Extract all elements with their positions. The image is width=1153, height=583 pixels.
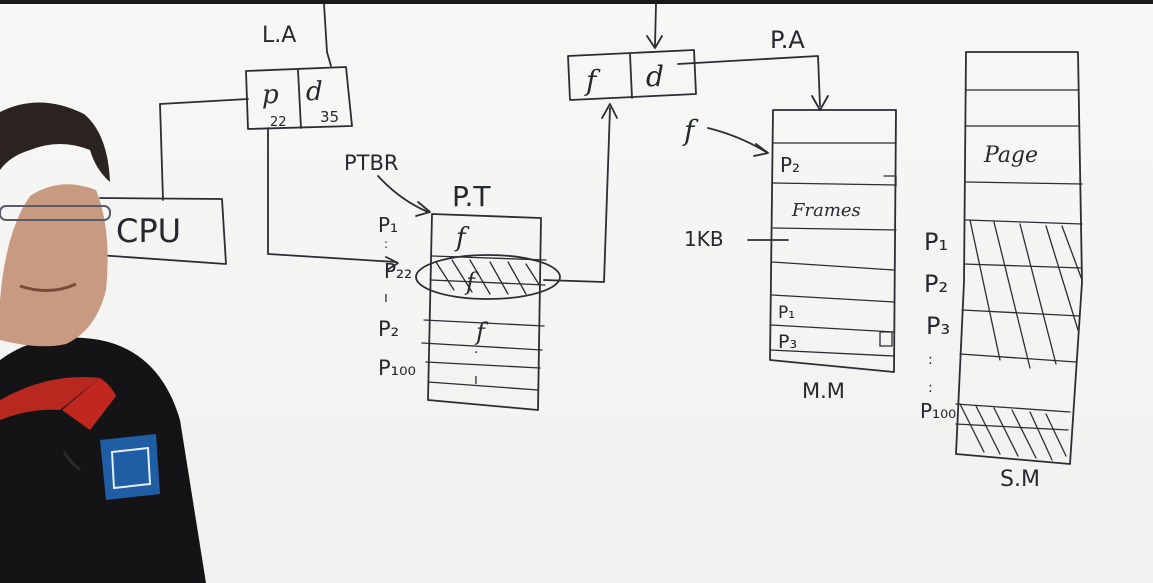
pt-title: P.T [452, 180, 491, 213]
la-offset-field: d [306, 77, 323, 107]
logical-address-box: p d 22 35 [246, 67, 352, 130]
cpu-la-link-down [160, 104, 163, 200]
mm-pointer-arrow [708, 128, 766, 152]
logo-icon [100, 434, 160, 500]
la-page-value: 22 [270, 115, 287, 130]
mm-row-p1: P₁ [778, 303, 795, 323]
la-offset-value: 35 [320, 108, 339, 126]
mm-size-label: 1KB [684, 227, 724, 251]
pt-dot: · [474, 345, 478, 361]
pa-frame-field: f [584, 64, 601, 97]
presenter-face [0, 184, 108, 346]
sm-page-label: Page [983, 143, 1038, 168]
pa-offset-field: d [646, 60, 664, 93]
mm-frame-pointer: f [682, 114, 699, 147]
pa-input-line [655, 4, 656, 46]
pt-dot-1: : [384, 237, 388, 251]
la-input-line [324, 4, 331, 66]
presenter-hair [0, 102, 110, 182]
la-page-field: p [262, 80, 279, 110]
cpu-label: CPU [116, 212, 181, 250]
pt-row-label-22: P₂₂ [384, 259, 412, 283]
cpu-la-link-top [160, 99, 248, 104]
mm-row-p2: P₂ [780, 153, 800, 177]
sm-row-label-3: P₃ [926, 312, 950, 340]
pt-highlight-ellipse [416, 255, 560, 299]
sm-row-label-100: P₁₀₀ [920, 399, 956, 423]
physical-address-box: f d [568, 50, 696, 100]
mm-row-p3: P₃ [778, 331, 797, 353]
secondary-memory: Page [956, 52, 1082, 464]
pa-label: P.A [770, 26, 805, 54]
pt-row-label-100: P₁₀₀ [378, 356, 416, 380]
sm-row-label-2: P₂ [924, 270, 948, 298]
cpu-box: CPU [98, 198, 226, 264]
ptbr-arrow [378, 176, 428, 212]
la-label: L.A [262, 23, 296, 48]
la-to-pt-line [268, 128, 396, 262]
mm-row-frames: Frames [791, 200, 861, 221]
pt-row-label-1: P₁ [378, 213, 398, 237]
pt-entry-1: f [454, 223, 470, 253]
sm-dot-2: : [928, 380, 933, 396]
pt-to-pa-line [544, 108, 610, 282]
ptbr-label: PTBR [344, 151, 399, 175]
pt-tick: ı [474, 372, 478, 388]
sm-dot-1: : [928, 352, 933, 368]
main-memory: P₂ Frames P₁ P₃ [770, 110, 896, 372]
page-table: f f f · ı [416, 214, 560, 410]
mm-label: M.M [802, 379, 845, 403]
presenter [0, 102, 206, 583]
sm-row-label-1: P₁ [924, 228, 948, 256]
pt-dot-2: ı [384, 290, 388, 306]
sm-label: S.M [1000, 467, 1040, 492]
pa-to-mm-line [678, 56, 820, 106]
pt-row-label-2: P₂ [378, 317, 399, 341]
pt-entry-2: f [474, 318, 489, 346]
